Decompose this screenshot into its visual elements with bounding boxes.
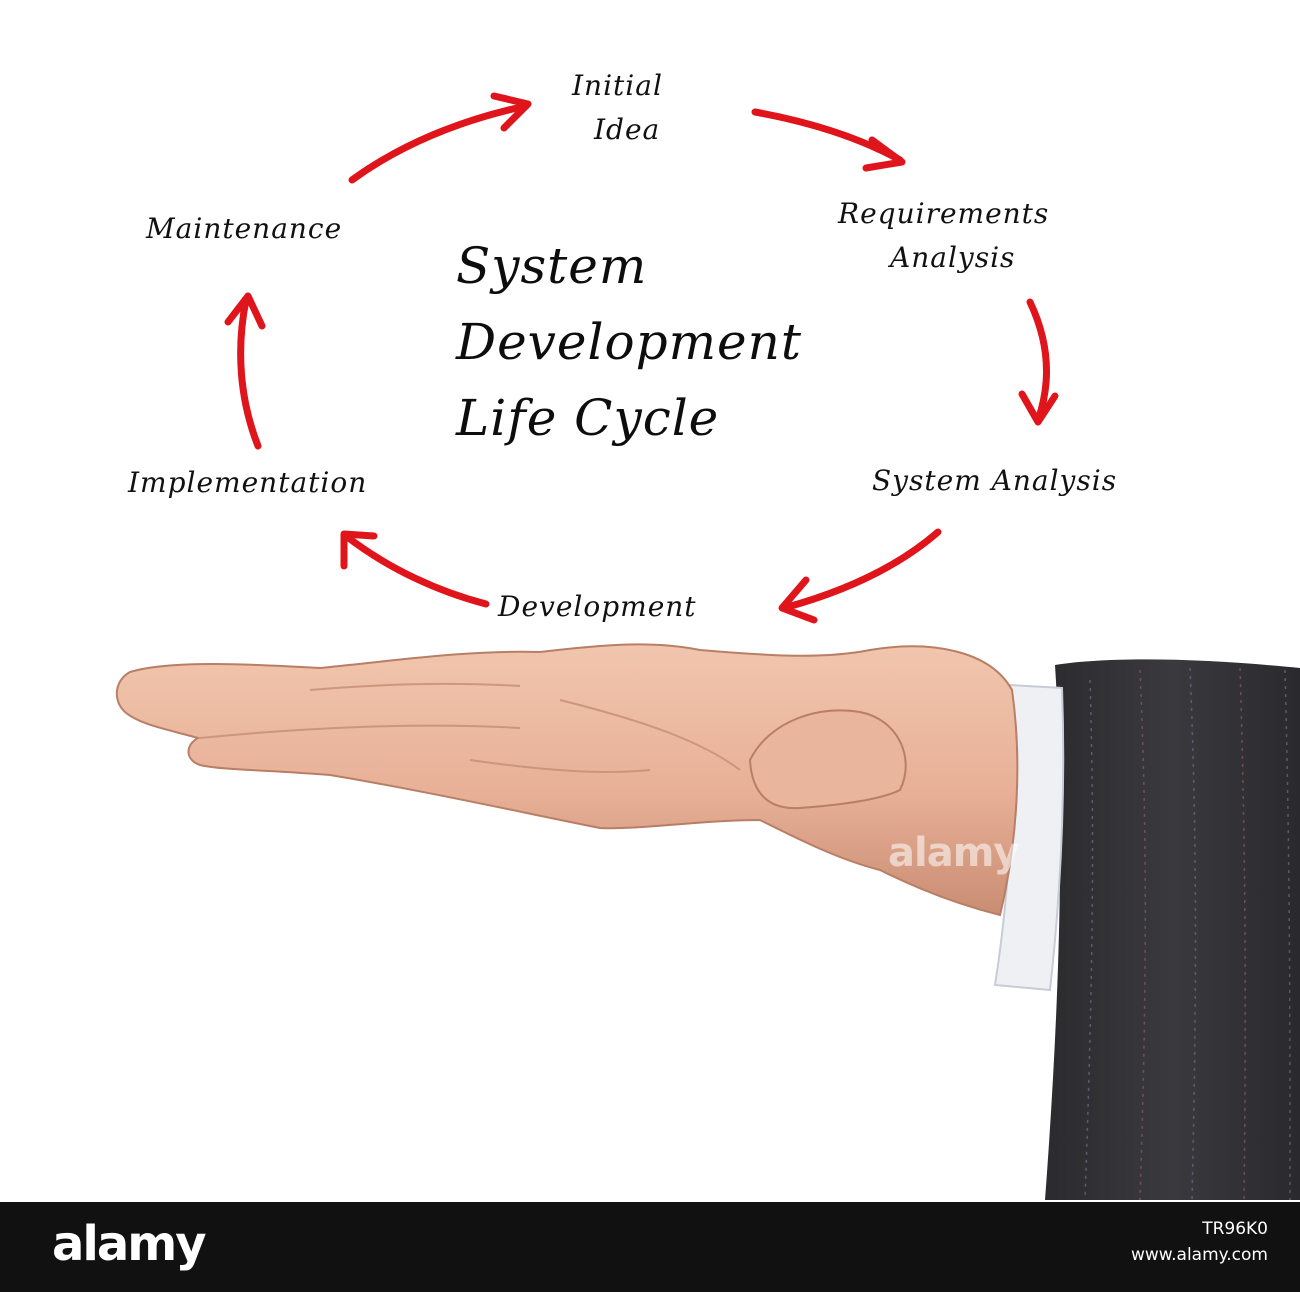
finger-creases [199,682,741,773]
stage-requirements-analysis-line1: Requirements [838,197,1050,230]
footer-info: TR96K0 www.alamy.com [1131,1216,1268,1268]
arrowhead-system-analysis-to-development [778,576,818,624]
thumb [748,709,907,810]
arrowhead-maintenance-to-idea [490,92,532,132]
footer-bar: alamy TR96K0 www.alamy.com [0,1202,1300,1292]
stage-initial-idea-line2: Idea [594,113,661,146]
hand-illustration [115,643,1300,1200]
open-palm [115,643,1019,917]
arrowhead-development-to-implementation [340,530,378,570]
stage-maintenance: Maintenance [146,212,343,245]
image-id: TR96K0 [1202,1219,1268,1239]
arrowhead-idea-to-requirements [862,136,906,172]
arrow-implementation-to-maintenance [237,296,262,450]
arrow-development-to-implementation [342,532,490,608]
diagram-title: System Development Life Cycle [456,228,802,456]
arrow-maintenance-to-idea [348,102,530,184]
title-line-2: Development [456,313,802,371]
arrow-system-analysis-to-development [780,528,942,612]
stage-initial-idea: Initial Idea [572,64,663,152]
stage-initial-idea-line1: Initial [572,69,663,102]
title-line-1: System [456,237,648,295]
arrow-idea-to-requirements [751,108,904,164]
footer-logo: alamy [52,1216,207,1272]
arrow-requirements-to-system-analysis [1026,298,1050,424]
stage-requirements-analysis-line2: Analysis [890,241,1016,274]
sleeve-pinstripes [1084,667,1291,1200]
stage-implementation: Implementation [128,466,368,499]
stage-requirements-analysis: Requirements Analysis [838,192,1049,280]
site-url: www.alamy.com [1130,1245,1268,1265]
stage-development: Development [498,590,697,623]
arrowhead-implementation-to-maintenance [224,292,266,330]
watermark-text: alamy [888,830,1019,876]
jacket-sleeve [1045,659,1300,1200]
arrowhead-requirements-to-system-analysis [1018,390,1059,426]
cycle-arrows [224,92,1059,624]
stage-system-analysis: System Analysis [872,464,1118,497]
title-line-3: Life Cycle [456,389,720,447]
